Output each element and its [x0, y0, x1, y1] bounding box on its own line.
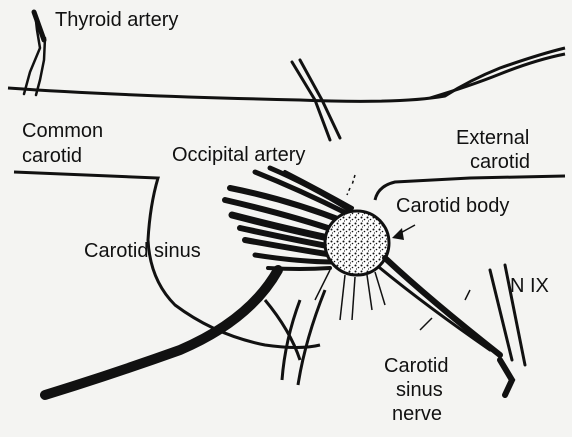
carotid-body-arrowhead [392, 228, 404, 240]
external-carotid-upper-wall [430, 54, 565, 98]
carotid-sinus-nerve-label-line-1: Carotid [384, 355, 448, 377]
thyroid-artery-label: Thyroid artery [55, 9, 178, 31]
carotid-sinus-nerve-label-line-2: sinus [396, 379, 443, 401]
nerve-ix-label: N IX [510, 275, 549, 297]
common-carotid-label-line-1: Common [22, 120, 103, 142]
external-carotid-label-line-2: carotid [470, 151, 530, 173]
common-carotid-label-line-2: carotid [22, 145, 82, 167]
external-carotid-label-line-1: External [456, 127, 529, 149]
carotid-body-fine-fibers [315, 270, 385, 320]
sinus-nerve-branch [380, 258, 500, 355]
carotid-sinus-nerve-label-line-3: nerve [392, 403, 442, 425]
internal-carotid-vessel [265, 290, 325, 385]
thyroid-artery-vessel [24, 12, 45, 95]
occipital-artery-label: Occipital artery [172, 144, 305, 166]
common-carotid-upper-wall [8, 48, 565, 101]
carotid-body-label: Carotid body [396, 195, 509, 217]
carotid-body [325, 211, 389, 275]
carotid-sinus-label: Carotid sinus [84, 240, 201, 262]
